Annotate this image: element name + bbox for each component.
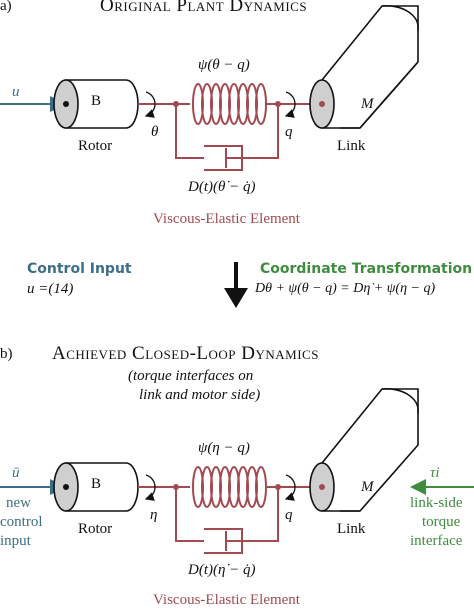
coordinate-transformation-eq: Dθ + ψ(θ − q) = Dη̇ + ψ(η − q) bbox=[255, 281, 436, 296]
transition-arrow bbox=[224, 262, 248, 308]
tau-caption-link-side: link-side bbox=[410, 495, 463, 511]
panel-a-title: Original Plant Dynamics bbox=[100, 0, 308, 16]
control-input-title: Control Input bbox=[27, 261, 132, 277]
spring-label-a: ψ(θ − q) bbox=[198, 57, 250, 73]
spring-coil-a bbox=[192, 83, 267, 125]
rotor-label-a: Rotor bbox=[78, 138, 113, 154]
link-mass-b: M bbox=[361, 479, 374, 495]
input-caption-input: input bbox=[0, 533, 31, 549]
rotor-cylinder bbox=[53, 79, 139, 129]
spring-label-b: ψ(η − q) bbox=[198, 440, 250, 456]
damper-a bbox=[175, 104, 279, 171]
rotor-label-b: Rotor bbox=[78, 521, 113, 537]
rotation-eta-icon bbox=[144, 474, 156, 501]
panel-b-graphics bbox=[0, 388, 474, 554]
link-label-a: Link bbox=[337, 138, 366, 154]
panel-a-graphics bbox=[0, 5, 419, 171]
panel-b-tag: b) bbox=[0, 346, 13, 362]
tau-caption-torque: torque bbox=[422, 514, 461, 530]
rotor-cylinder-b bbox=[53, 462, 139, 512]
rotation-theta-icon bbox=[144, 91, 156, 118]
link-mass-a: M bbox=[361, 96, 374, 112]
damper-label-a: D(t)(θ̇ − q̇) bbox=[188, 179, 256, 195]
tau-label: τi bbox=[430, 465, 440, 481]
link-body-a bbox=[309, 5, 419, 129]
tau-caption-interface: interface bbox=[410, 533, 463, 549]
rotation-q-icon bbox=[284, 91, 296, 118]
link-body-b bbox=[309, 388, 419, 512]
rotor-letter-b: B bbox=[91, 476, 102, 492]
panel-b-title: Achieved Closed-Loop Dynamics bbox=[52, 343, 319, 364]
element-label-a: Viscous-Elastic Element bbox=[153, 211, 300, 227]
damper-label-b: D(t)(η̇ − q̇) bbox=[188, 562, 256, 578]
link-label-b: Link bbox=[337, 521, 366, 537]
panel-a-tag: a) bbox=[0, 0, 12, 14]
panel-b-subtitle-1: (torque interfaces on bbox=[128, 368, 254, 384]
q-label-a: q bbox=[285, 124, 293, 140]
control-input-eq: u =(14) bbox=[27, 281, 74, 297]
rotor-letter-a: B bbox=[91, 93, 102, 109]
theta-label: θ bbox=[151, 124, 159, 140]
rotation-q-icon-b bbox=[284, 474, 296, 501]
panel-b-subtitle-2: link and motor side) bbox=[139, 387, 261, 403]
input-label-ubar: ū bbox=[12, 465, 20, 481]
input-caption-control: control bbox=[0, 514, 43, 530]
coordinate-transformation-title: Coordinate Transformation bbox=[260, 261, 473, 277]
input-label-u: u bbox=[12, 84, 20, 100]
eta-label: η bbox=[150, 507, 158, 523]
input-caption-new: new bbox=[6, 495, 31, 511]
q-label-b: q bbox=[285, 507, 293, 523]
damper-b bbox=[175, 487, 279, 554]
spring-coil-b bbox=[192, 466, 267, 508]
element-label-b: Viscous-Elastic Element bbox=[153, 592, 300, 608]
